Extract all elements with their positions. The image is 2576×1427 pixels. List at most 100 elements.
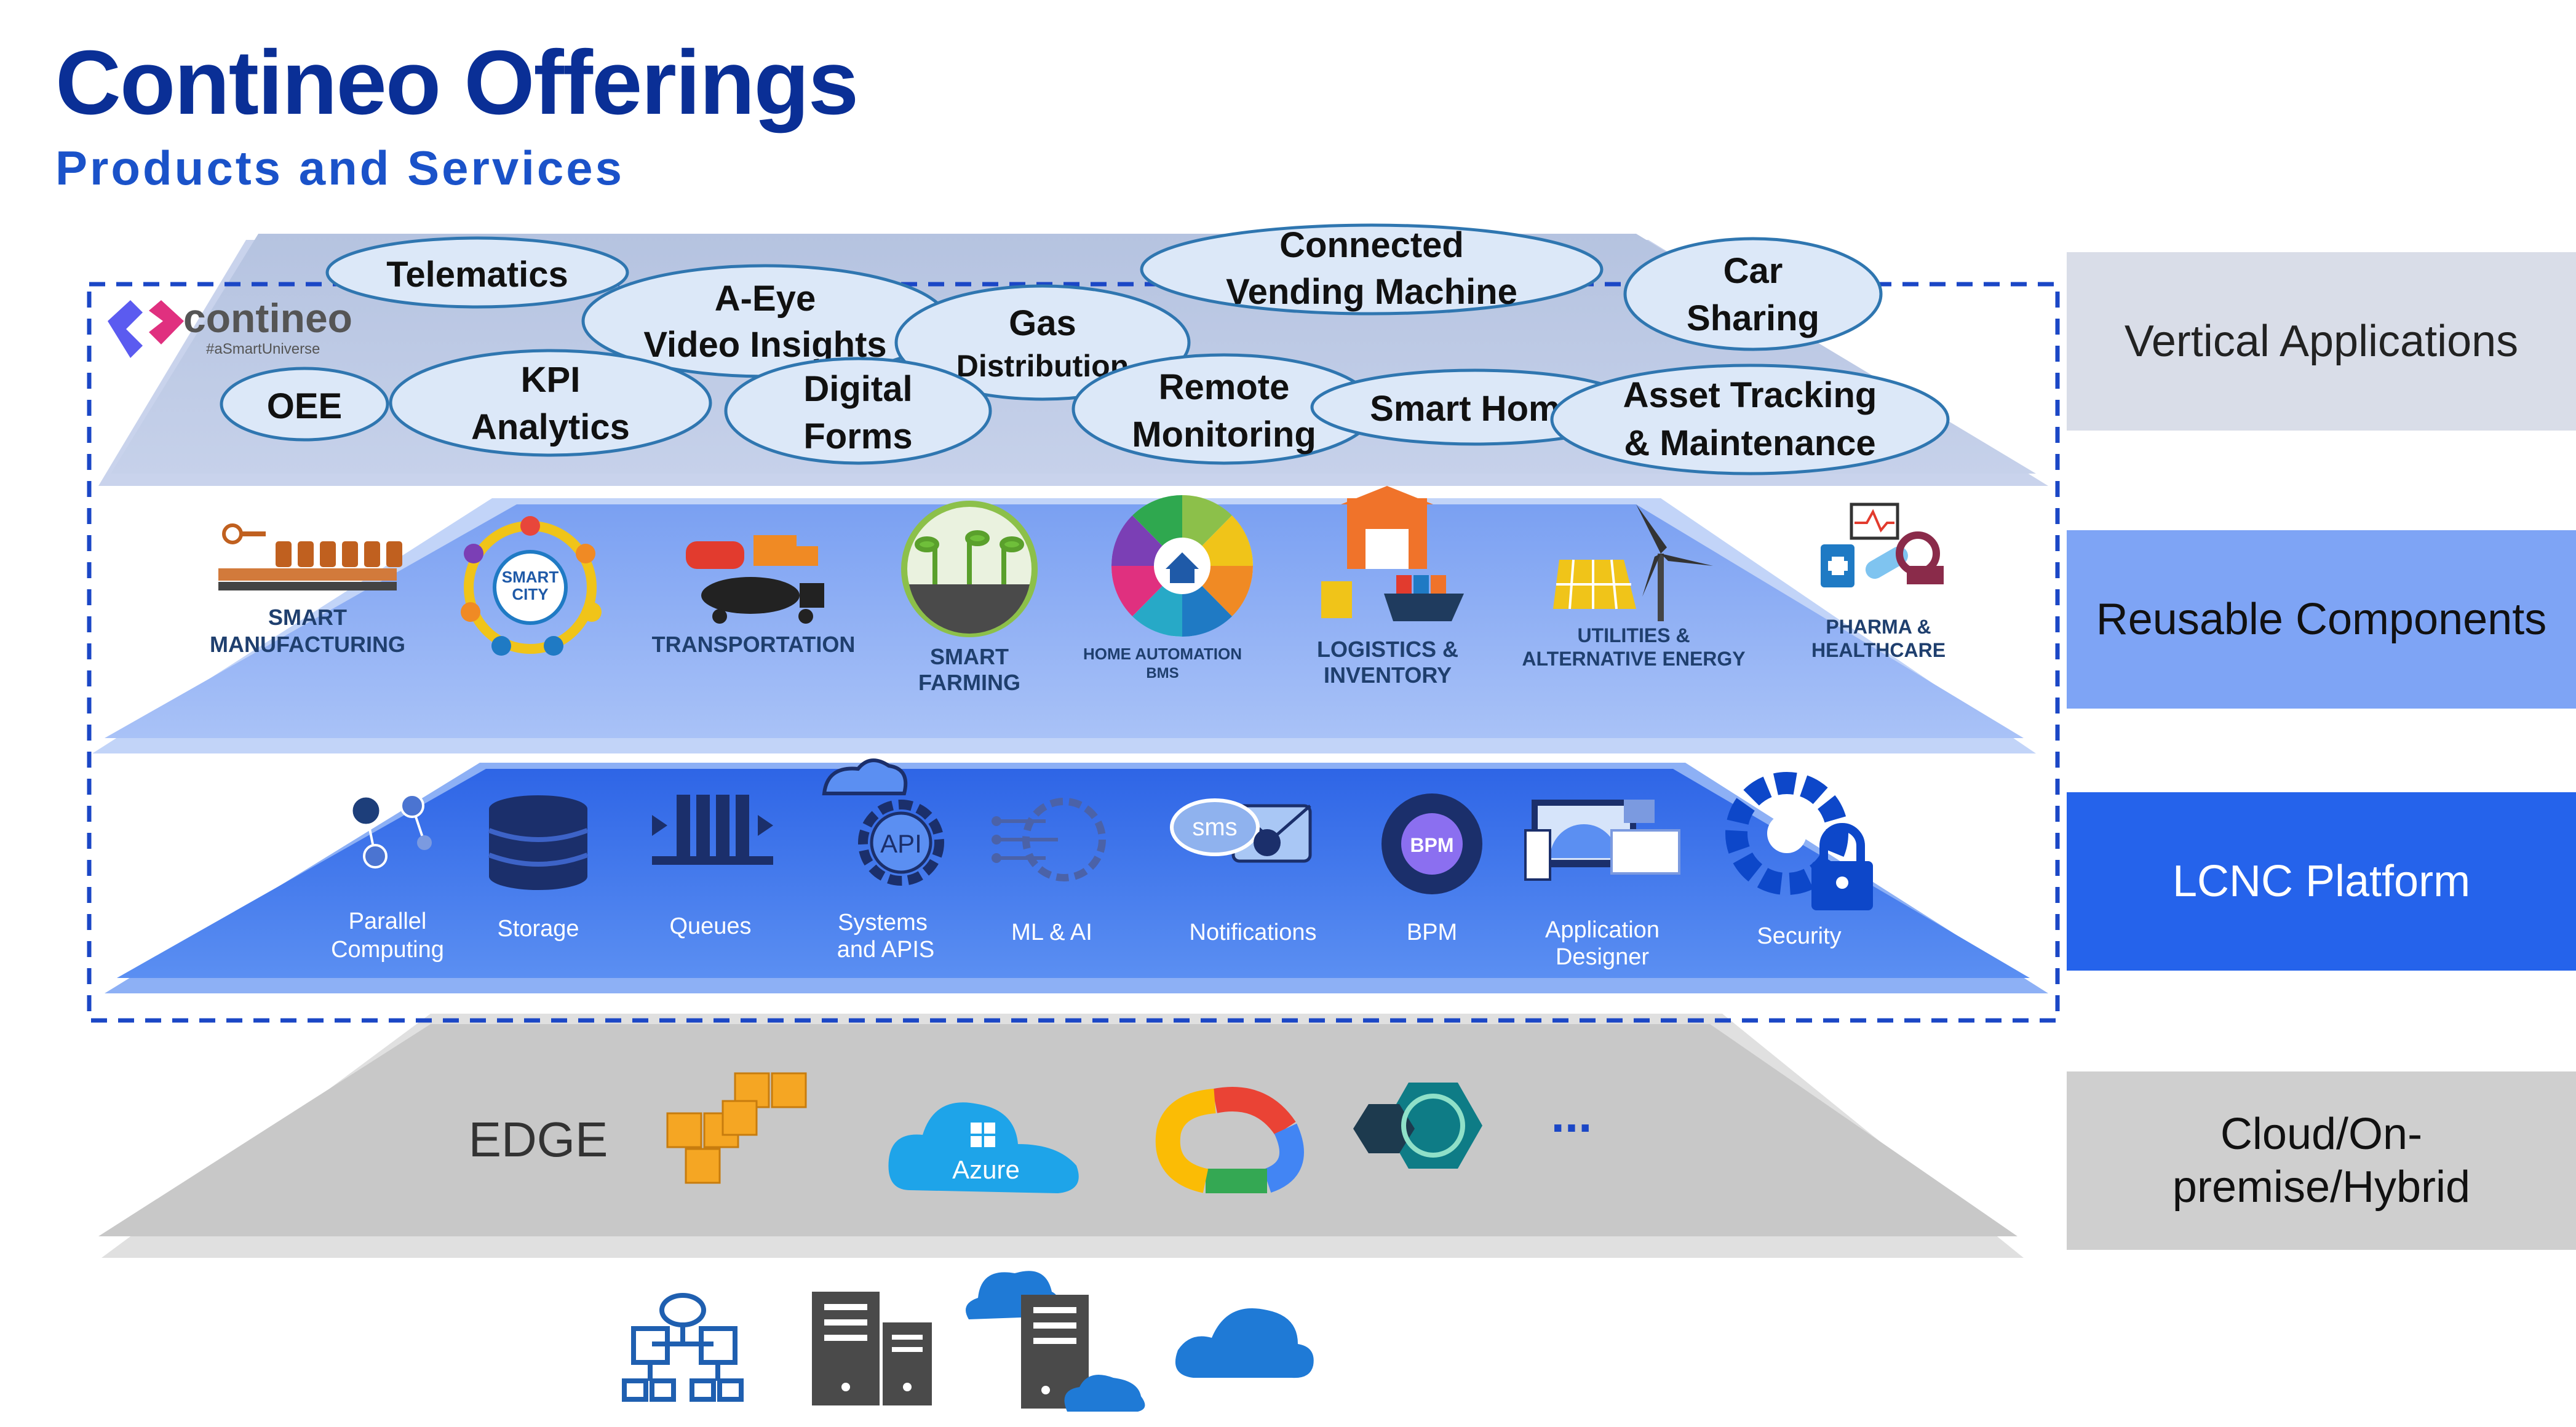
utilities-energy-icon <box>1553 504 1713 621</box>
storage-icon <box>488 795 589 890</box>
reusable-components-layer <box>92 498 2036 753</box>
google-cloud-icon <box>1155 1087 1304 1193</box>
edge-label: EDGE <box>469 1112 608 1167</box>
side-label-text: Cloud/On- <box>2220 1109 2423 1159</box>
bubble-label: Connected <box>1279 225 1464 265</box>
page-title: Contineo Offerings <box>55 32 859 133</box>
platform-label: ML & AI <box>1011 920 1092 945</box>
bubble-label: OEE <box>267 386 343 426</box>
component-label: PHARMA & <box>1826 616 1931 638</box>
platform-label: Security <box>1757 923 1841 949</box>
side-label-text: LCNC Platform <box>2172 856 2471 906</box>
platform-label: Application <box>1545 917 1660 943</box>
network-diagram-icon <box>622 1293 744 1402</box>
api-gear-icon <box>822 758 944 886</box>
bubble-kpi-analytics: KPI Analytics <box>389 349 712 457</box>
platform-label: Notifications <box>1190 920 1317 945</box>
cloud-icon <box>1175 1308 1314 1378</box>
contineo-logo-icon <box>108 300 184 358</box>
component-label: TRANSPORTATION <box>652 632 856 657</box>
component-label: CITY <box>512 585 548 603</box>
logo-tagline: #aSmartUniverse <box>206 341 320 357</box>
side-label-vertical-applications: Vertical Applications <box>2067 252 2576 431</box>
platform-label: Systems <box>838 910 928 936</box>
ibm-cloud-icon <box>1353 1083 1482 1169</box>
bubble-label: Car <box>1723 251 1783 291</box>
bubble-digital-forms: Digital Forms <box>724 357 992 465</box>
side-label-reusable-components: Reusable Components <box>2067 530 2576 709</box>
azure-cloud-icon <box>888 1102 1079 1193</box>
side-label-text: Reusable Components <box>2096 594 2547 644</box>
bubble-asset-tracking: Asset Tracking & Maintenance <box>1550 364 1950 475</box>
bubble-remote-monitoring: Remote Monitoring <box>1071 353 1377 465</box>
bubble-label: & Maintenance <box>1624 423 1875 463</box>
platform-label: Queues <box>669 913 751 939</box>
component-label: INVENTORY <box>1324 662 1452 688</box>
sms-icon-text: sms <box>1192 814 1237 841</box>
platform-label: Storage <box>497 916 579 942</box>
queues-icon <box>652 795 773 865</box>
page-subtitle: Products and Services <box>55 141 625 195</box>
azure-icon-text: Azure <box>952 1155 1020 1184</box>
infrastructure-layer <box>98 1014 2024 1258</box>
bubble-oee: OEE <box>220 367 389 442</box>
smart-city-icon <box>461 516 602 656</box>
bubble-label: Digital <box>803 369 912 409</box>
bubble-connected-vending: Connected Vending Machine <box>1140 223 1604 316</box>
component-label: LOGISTICS & <box>1317 637 1458 662</box>
platform-label: Computing <box>331 937 444 963</box>
bubble-label: Gas <box>1009 303 1076 343</box>
more-providers-ellipsis: ... <box>1551 1087 1592 1142</box>
platform-label: and APIS <box>837 937 934 963</box>
component-label: HEALTHCARE <box>1811 639 1946 661</box>
logo-wordmark: contineo <box>183 295 352 341</box>
smart-manufacturing-icon <box>218 523 402 590</box>
contineo-logo: contineo #aSmartUniverse <box>108 295 352 358</box>
on-premise-server-icon <box>812 1292 932 1405</box>
notifications-icon <box>1170 798 1312 863</box>
pharma-healthcare-icon <box>1821 503 1944 587</box>
platform-dashed-border <box>87 282 2060 1023</box>
side-label-text: Vertical Applications <box>2124 316 2519 366</box>
component-label: FARMING <box>918 670 1020 695</box>
bubble-label: Monitoring <box>1132 415 1316 455</box>
parallel-computing-icon <box>343 765 432 869</box>
bpm-icon <box>1381 793 1482 894</box>
side-label-text: premise/Hybrid <box>2172 1163 2471 1212</box>
side-label-lcnc-platform: LCNC Platform <box>2067 792 2576 971</box>
component-label: ALTERNATIVE ENERGY <box>1522 648 1745 670</box>
component-label: SMART <box>930 644 1009 669</box>
home-automation-icon <box>1111 495 1254 637</box>
security-icon <box>1725 772 1873 910</box>
bubble-label: Sharing <box>1687 298 1819 338</box>
logistics-icon <box>1321 486 1464 621</box>
component-label: SMART <box>502 568 559 586</box>
platform-label: Parallel <box>349 908 427 934</box>
bubble-label: Asset Tracking <box>1623 375 1877 415</box>
component-label: HOME AUTOMATION <box>1083 645 1242 663</box>
bubble-label: Forms <box>803 416 912 456</box>
application-designer-icon <box>1524 800 1680 881</box>
smart-farming-icon <box>901 501 1038 637</box>
side-label-cloud-hybrid: Cloud/On- premise/Hybrid <box>2067 1071 2576 1250</box>
ml-ai-icon <box>992 798 1106 881</box>
component-label: BMS <box>1146 665 1179 682</box>
aws-icon <box>666 1072 807 1184</box>
api-icon-text: API <box>880 829 922 858</box>
platform-label: Designer <box>1556 944 1649 970</box>
bubble-label: Analytics <box>471 407 630 447</box>
component-label: SMART <box>268 605 347 630</box>
bpm-icon-text: BPM <box>1410 834 1453 856</box>
hybrid-server-cloud-icon <box>966 1271 1145 1412</box>
bubble-label: A-Eye <box>715 279 816 319</box>
component-label: MANUFACTURING <box>210 632 405 657</box>
component-label: UTILITIES & <box>1577 624 1690 646</box>
bubble-label: Remote <box>1159 367 1290 407</box>
bubble-label: Smart Home <box>1370 389 1580 429</box>
platform-label: BPM <box>1407 920 1457 945</box>
bubble-car-sharing: Car Sharing <box>1623 237 1883 351</box>
bubble-label: Telematics <box>386 255 568 295</box>
bubble-label: KPI <box>521 360 581 400</box>
transportation-icon <box>686 535 824 624</box>
